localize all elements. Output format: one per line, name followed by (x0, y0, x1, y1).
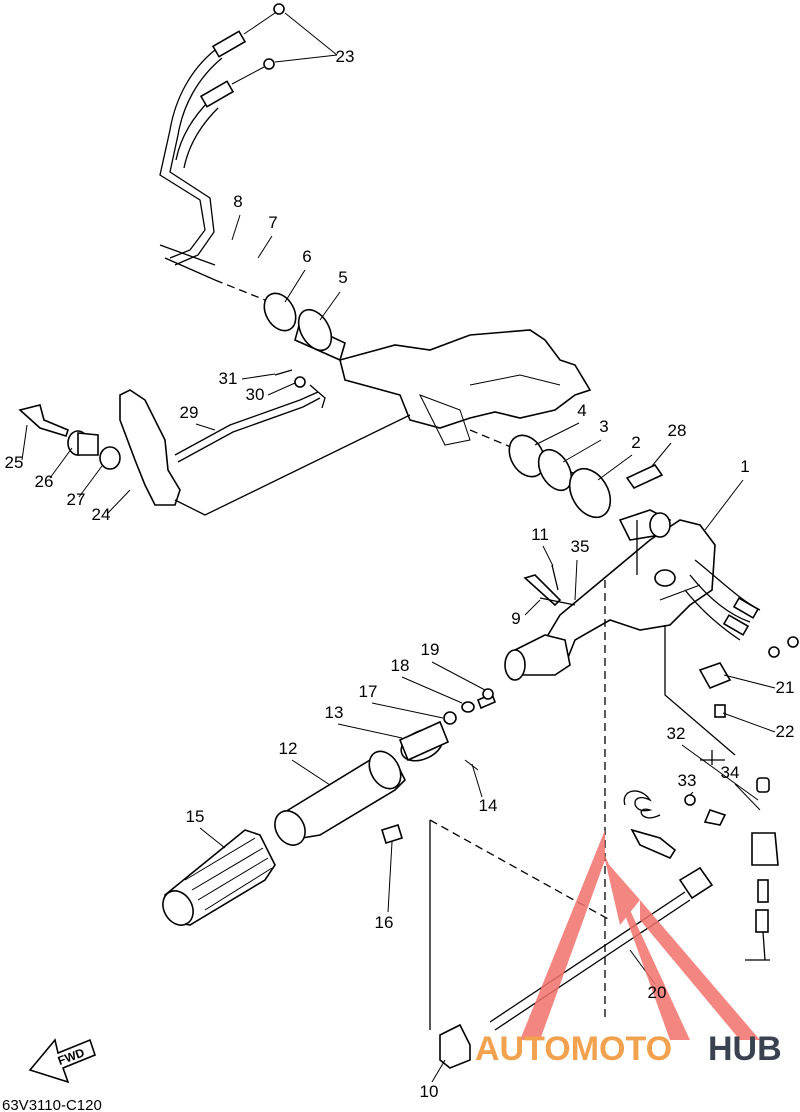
part-label-11: 11 (531, 525, 549, 544)
part-label-26: 26 (35, 472, 54, 491)
fwd-arrow: FWD (28, 1038, 96, 1084)
part-label-14: 14 (479, 796, 498, 815)
friction-bolt-parts (523, 564, 576, 607)
washers-and-bushings (508, 434, 664, 519)
part-label-3: 3 (599, 417, 608, 436)
watermark-text: AUTOMOTO HUB (475, 1030, 782, 1068)
throttle-shift-cables-top (159, 3, 285, 301)
part-label-13: 13 (325, 703, 344, 722)
part-label-22: 22 (776, 722, 795, 741)
watermark-text-part1: AUTOMOTO (475, 1030, 672, 1068)
part-label-28: 28 (668, 421, 687, 440)
part-label-33: 33 (678, 771, 697, 790)
part-label-4: 4 (577, 401, 586, 420)
part-label-16: 16 (375, 913, 394, 932)
part-number-labels: 1234567891011121314151617181920212223242… (5, 47, 795, 1101)
diagram-code: 63V3110-C120 (2, 1097, 102, 1112)
part-label-30: 30 (246, 385, 265, 404)
part-label-23: 23 (336, 47, 355, 66)
part-label-17: 17 (359, 682, 378, 701)
part-label-2: 2 (631, 433, 640, 452)
part-label-31: 31 (219, 369, 238, 388)
part-label-5: 5 (338, 268, 347, 287)
part-label-24: 24 (92, 505, 111, 524)
part-label-10: 10 (420, 1082, 439, 1101)
part-label-29: 29 (180, 403, 199, 422)
part-label-7: 7 (268, 213, 277, 232)
part-label-21: 21 (776, 678, 795, 697)
stop-switch-assembly (623, 750, 779, 961)
throttle-friction-parts (443, 688, 497, 725)
tiller-handle-bracket (504, 509, 799, 681)
part-label-18: 18 (391, 656, 410, 675)
throttle-grip-assembly (162, 720, 479, 926)
part-label-9: 9 (511, 609, 520, 628)
part-label-27: 27 (67, 490, 86, 509)
part-label-20: 20 (648, 983, 667, 1002)
part-label-1: 1 (740, 457, 749, 476)
watermark-text-part2: HUB (708, 1030, 782, 1068)
part-label-8: 8 (233, 192, 242, 211)
part-label-15: 15 (186, 807, 205, 826)
part-label-25: 25 (5, 453, 24, 472)
part-label-35: 35 (571, 537, 590, 556)
part-label-34: 34 (721, 763, 740, 782)
part-label-19: 19 (421, 640, 440, 659)
leader-lines (21, 12, 776, 1083)
plate-and-bolt (698, 662, 732, 718)
watermark-logo (520, 830, 760, 1040)
part-label-32: 32 (667, 724, 686, 743)
part-label-6: 6 (302, 247, 311, 266)
shift-lever-assembly (18, 369, 411, 516)
part-label-12: 12 (279, 739, 298, 758)
